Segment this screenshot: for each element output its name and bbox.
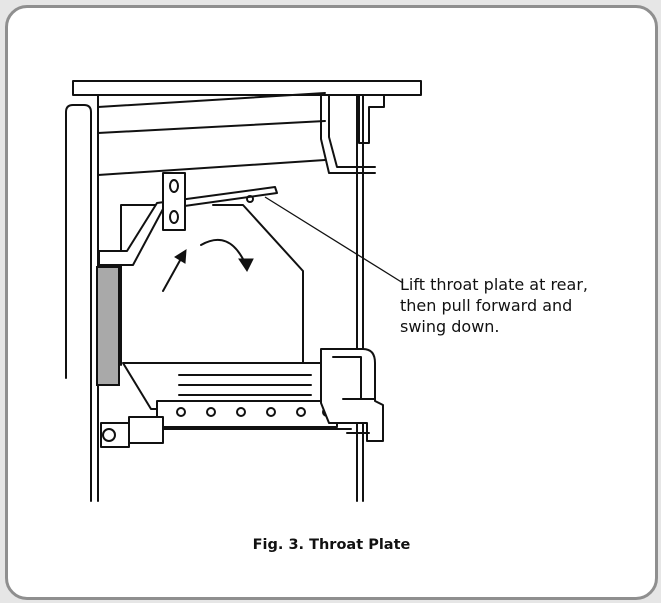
firebox-outline (120, 204, 304, 366)
bracket-slot-upper (169, 179, 179, 193)
burner-port (206, 407, 216, 417)
slotted-bracket (162, 172, 186, 231)
throat-plate-diagram (65, 80, 422, 502)
top-plate (72, 80, 422, 96)
callout-line-1: Lift throat plate at rear, (400, 275, 588, 294)
swing-arrow-head (238, 258, 254, 272)
callout-text: Lift throat plate at rear, then pull for… (400, 274, 630, 337)
bracket-slot-lower (169, 210, 179, 224)
swing-arrow (200, 239, 246, 264)
right-mount-detail (332, 356, 376, 434)
lift-arrow-head (174, 249, 187, 264)
left-outer-wall (65, 104, 92, 502)
shaded-side-panel (96, 266, 120, 386)
burner-port (296, 407, 306, 417)
lift-arrow (162, 254, 184, 292)
right-mount-bracket (320, 348, 384, 442)
figure-frame: Lift throat plate at rear, then pull for… (5, 5, 658, 600)
grate-bars (178, 374, 312, 396)
callout-leader (264, 196, 404, 284)
burner-port (176, 407, 186, 417)
left-valve-knob (102, 428, 116, 442)
baffle (97, 92, 326, 176)
throat-plate (98, 186, 278, 266)
callout-line-3: swing down. (400, 317, 500, 336)
callout-line-2: then pull forward and (400, 296, 573, 315)
left-valve-fitting (128, 416, 164, 444)
burner-port (236, 407, 246, 417)
front-bracket (320, 94, 385, 174)
plate-rivet (246, 195, 254, 203)
figure-caption: Fig. 3. Throat Plate (252, 537, 411, 553)
burner-port (266, 407, 276, 417)
